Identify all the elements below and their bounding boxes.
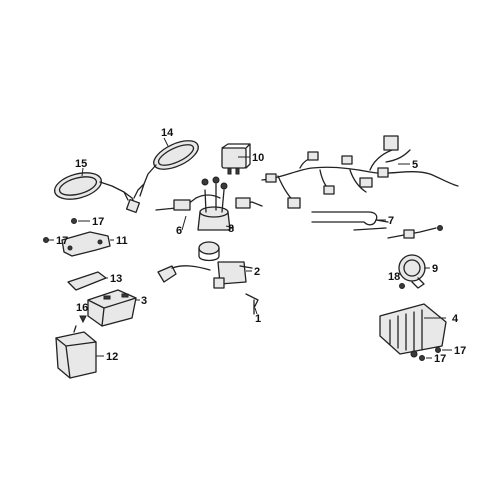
callout-18: 18: [388, 271, 400, 283]
battery-pad: [67, 271, 107, 291]
horn: [398, 254, 426, 289]
callout-13: 13: [110, 273, 122, 285]
small-fitting: [245, 293, 259, 315]
cable: [311, 211, 443, 239]
callout-1: 1: [255, 313, 261, 325]
callout-10: 10: [252, 152, 264, 164]
callout-17-right-lower: 17: [434, 353, 446, 365]
leader-lines: [48, 137, 452, 359]
ignition-coil: [157, 261, 253, 289]
callout-5: 5: [412, 159, 418, 171]
callout-17-right-upper: 17: [454, 345, 466, 357]
callout-17-top: 17: [92, 216, 104, 228]
callout-15: 15: [75, 158, 87, 170]
callout-17-left: 17: [56, 235, 68, 247]
callout-8: 8: [228, 223, 234, 235]
callout-7: 7: [388, 215, 394, 227]
wiring-harness: [261, 135, 459, 209]
battery: [87, 289, 137, 327]
callout-4: 4: [452, 313, 459, 325]
left-mirror: [53, 172, 141, 214]
callout-16: 16: [76, 302, 88, 314]
callout-14: 14: [161, 127, 174, 139]
battery-box: [55, 325, 97, 379]
callout-12: 12: [106, 351, 118, 363]
callout-11: 11: [116, 235, 128, 247]
regulator-rectifier: [379, 303, 447, 358]
callout-2: 2: [254, 266, 260, 278]
callout-3: 3: [141, 295, 147, 307]
right-mirror: [133, 140, 199, 199]
ignition-switch: [197, 176, 231, 262]
callouts: 1 2 3 4 5 6 7 8 9 10 11 12 13 14 15 16 1…: [56, 127, 466, 365]
screws: [43, 218, 441, 361]
handlebar-switch-assembly: [155, 194, 263, 211]
relay-unit: [221, 143, 251, 175]
callout-6: 6: [176, 225, 182, 237]
bracket: [61, 231, 111, 257]
callout-9: 9: [432, 263, 438, 275]
